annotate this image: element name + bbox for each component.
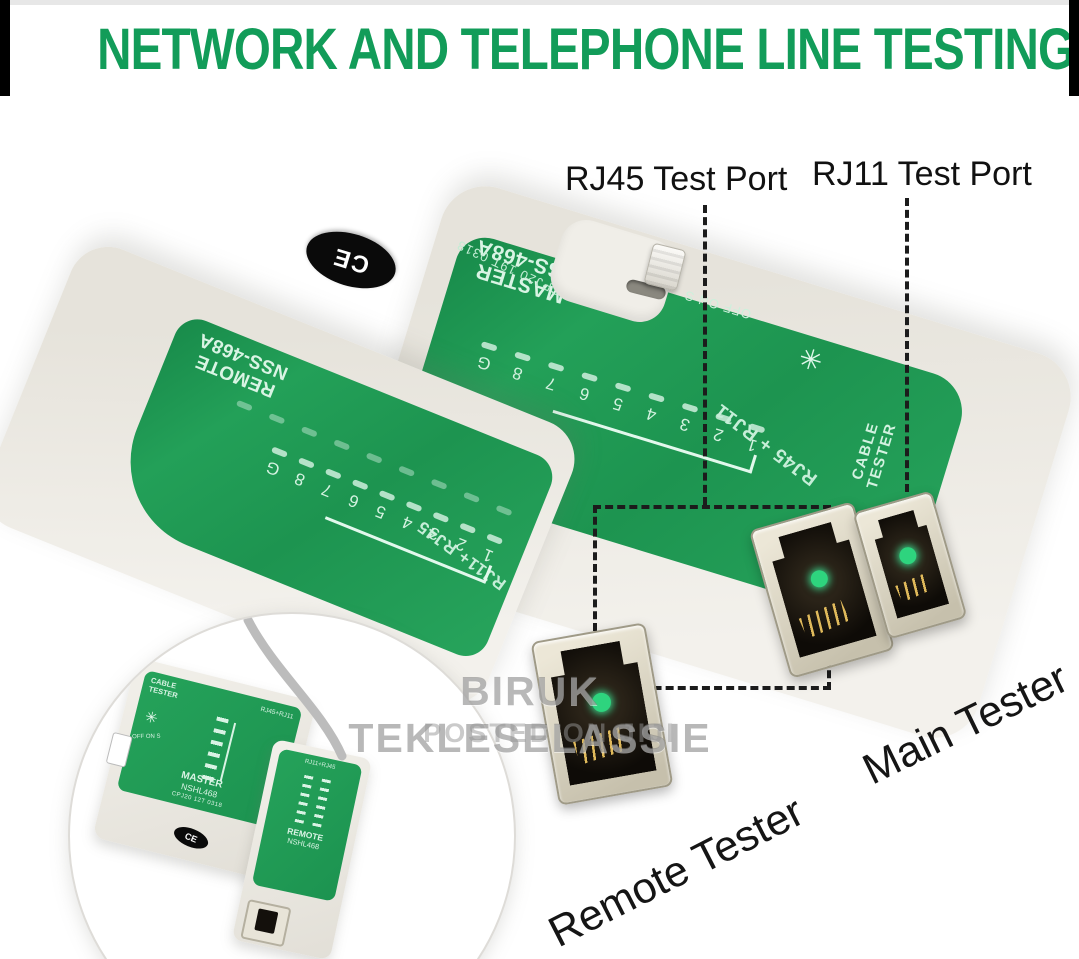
led-bar bbox=[432, 511, 450, 524]
led-bar bbox=[351, 478, 369, 491]
left-black-edge-bar bbox=[0, 0, 10, 96]
remote-tester-caption: Remote Tester bbox=[541, 787, 812, 957]
green-indicator-dot bbox=[897, 545, 918, 566]
led-bar bbox=[297, 457, 315, 469]
rj45-pointer-dashed-line bbox=[703, 205, 707, 505]
led-bar bbox=[486, 533, 504, 545]
led-bar bbox=[547, 361, 565, 373]
led-bar bbox=[378, 489, 396, 502]
led-bar bbox=[459, 522, 477, 534]
port-pins bbox=[895, 574, 931, 603]
led-bar bbox=[614, 382, 632, 393]
port-pins bbox=[799, 599, 850, 638]
led-bar bbox=[405, 500, 423, 513]
rj45-port-callout: RJ45 Test Port bbox=[565, 160, 788, 198]
rj11-port-callout: RJ11 Test Port bbox=[812, 155, 1032, 193]
inset-circle-photo: CABLE TESTER RJ45+RJ11 ✳ OFF ON S MASTER… bbox=[68, 612, 516, 959]
main-switch-text: OFF ON S bbox=[682, 287, 753, 323]
rj11-port-cavity bbox=[870, 508, 949, 619]
led-bar bbox=[647, 392, 666, 403]
top-gray-strip bbox=[0, 0, 1079, 5]
led-bar bbox=[270, 446, 289, 458]
banner-title: NETWORK AND TELEPHONE LINE TESTING bbox=[97, 17, 1075, 82]
banner: NETWORK AND TELEPHONE LINE TESTING bbox=[0, 16, 1079, 83]
remote-model-text: REMOTE NSS-468A bbox=[192, 328, 292, 402]
green-indicator-dot bbox=[809, 569, 830, 590]
led-bar bbox=[681, 402, 699, 413]
right-black-edge-bar bbox=[1069, 0, 1079, 96]
led-bar bbox=[581, 371, 599, 383]
led-bar bbox=[324, 468, 342, 480]
led-bar bbox=[514, 351, 532, 362]
main-side-text: CABLE TESTER bbox=[848, 420, 900, 492]
rj11-pointer-dashed-line bbox=[905, 198, 909, 492]
led-bar bbox=[480, 341, 498, 352]
starburst-icon: ✳ bbox=[795, 340, 827, 377]
watermark-subtitle: POSTED ON JIJI bbox=[423, 718, 677, 748]
watermark-name: BIRUK TEKLESELASSIE bbox=[348, 668, 712, 761]
ce-mark-logo: CE bbox=[299, 221, 403, 299]
gray-cable bbox=[243, 615, 347, 761]
